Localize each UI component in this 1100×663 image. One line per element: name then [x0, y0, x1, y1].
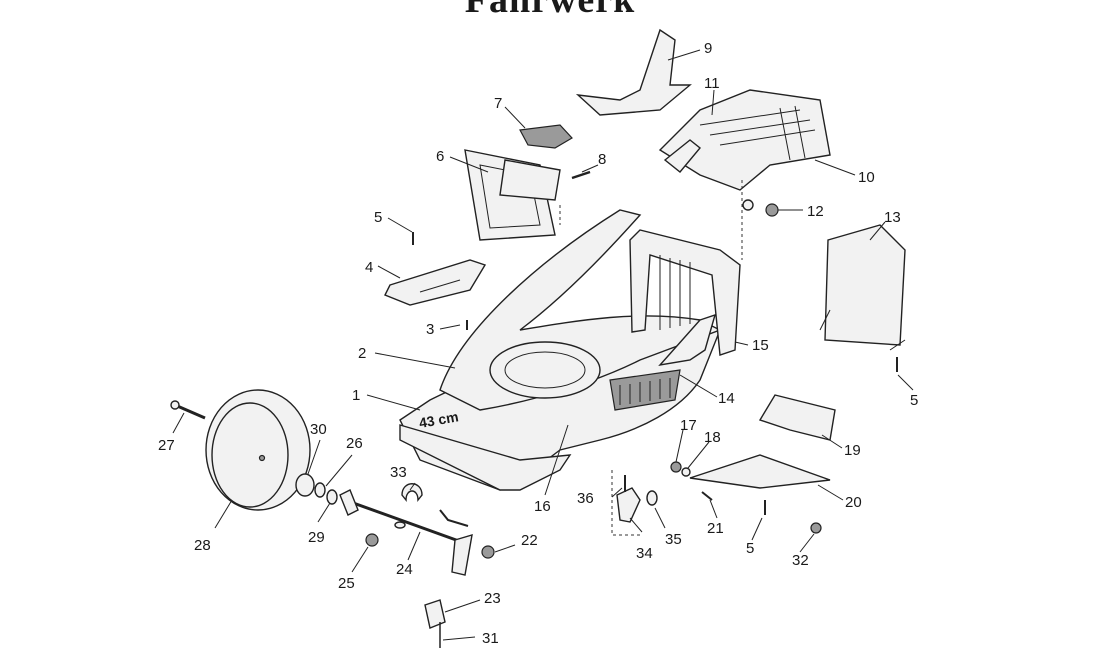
callout-8: 8: [598, 151, 606, 168]
rear-flap: [575, 28, 692, 116]
mulch-plate: [384, 259, 487, 306]
callout-9: 9: [704, 40, 712, 57]
callout-11: 11: [704, 75, 720, 92]
callout-18: 18: [704, 429, 721, 446]
bracket-23: [424, 599, 446, 648]
callout-33: 33: [390, 464, 407, 481]
callout-21: 21: [707, 520, 724, 537]
callout-30: 30: [310, 421, 327, 438]
callout-7: 7: [494, 95, 502, 112]
callout-35: 35: [665, 531, 682, 548]
callout-10: 10: [858, 169, 875, 186]
height-lever: [616, 487, 658, 523]
bolt-12: [742, 199, 779, 217]
chute-frame: [464, 149, 561, 241]
callout-28: 28: [194, 537, 211, 554]
mower-deck: 43 cm: [399, 209, 722, 491]
callout-labels: 1 2 3 4 5 6 7 8 9 10 11 12 13 14 15 16 1…: [158, 40, 918, 647]
callout-34: 34: [636, 545, 653, 562]
callout-36: 36: [577, 490, 594, 507]
callout-15: 15: [752, 337, 769, 354]
callout-16: 16: [534, 498, 551, 515]
washer-29: [326, 489, 338, 505]
callout-5-right: 5: [910, 392, 918, 409]
nut-25: [365, 533, 379, 547]
callout-2: 2: [358, 345, 366, 362]
callout-12: 12: [807, 203, 824, 220]
callout-5: 5: [374, 209, 382, 226]
side-cover: [819, 224, 906, 351]
wheel-bolt: [170, 400, 206, 420]
callout-27: 27: [158, 437, 175, 454]
callout-22: 22: [521, 532, 538, 549]
baffle-19: [758, 394, 836, 441]
callout-32: 32: [792, 552, 809, 569]
callout-26: 26: [346, 435, 363, 452]
pin: [571, 170, 591, 180]
nut-22: [481, 545, 495, 559]
nut-32: [810, 522, 822, 534]
callout-31: 31: [482, 630, 499, 647]
pin-l: [439, 509, 469, 527]
screw-21: [701, 491, 713, 501]
callout-5-lower: 5: [746, 540, 754, 557]
callout-24: 24: [396, 561, 413, 578]
callout-17: 17: [680, 417, 697, 434]
callout-13: 13: [884, 209, 901, 226]
nut-17: [670, 461, 682, 473]
callout-3: 3: [426, 321, 434, 338]
baffle-20: [689, 454, 831, 489]
front-axle: [339, 489, 473, 576]
washer-18: [681, 467, 691, 477]
callout-6: 6: [436, 148, 444, 165]
callout-23: 23: [484, 590, 501, 607]
callout-19: 19: [844, 442, 861, 459]
callout-4: 4: [365, 259, 373, 276]
hub-bush: [295, 473, 315, 497]
deck-size-marking: 43 cm: [418, 408, 460, 431]
chute-flap: [519, 124, 573, 149]
callout-20: 20: [845, 494, 862, 511]
rear-frame: [629, 229, 741, 367]
diagram-title: Fahrwerk: [464, 0, 636, 21]
clip-33: [401, 483, 423, 502]
washer-26: [314, 482, 326, 498]
leader-lines: [172, 49, 914, 641]
rear-cover: [658, 89, 831, 191]
callout-25: 25: [338, 575, 355, 592]
wheel: [205, 389, 311, 511]
callout-29: 29: [308, 529, 325, 546]
callout-1: 1: [352, 387, 360, 404]
callout-14: 14: [718, 390, 735, 407]
